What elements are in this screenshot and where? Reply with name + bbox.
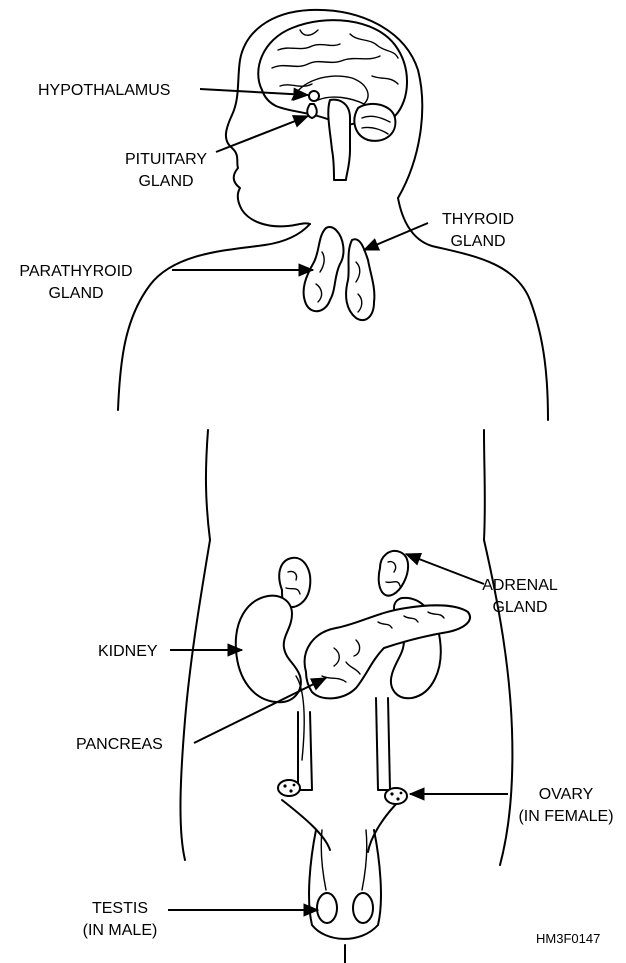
left-shoulder-outline xyxy=(118,224,310,410)
label-thyroid-line1: THYROID xyxy=(442,211,514,228)
kidney-left xyxy=(236,596,301,702)
ovary-left xyxy=(278,780,300,796)
adrenal-leader xyxy=(406,554,484,584)
hypothalamus-shape xyxy=(309,91,319,101)
label-pituitary-line1: PITUITARY xyxy=(125,151,207,168)
ureter-left xyxy=(298,712,312,790)
label-ovary-line1: OVARY xyxy=(539,786,594,803)
testis-left xyxy=(317,893,337,923)
spermatic-cord-right xyxy=(362,830,367,890)
adrenal-glands xyxy=(279,551,408,607)
label-ovary-line2: (IN FEMALE) xyxy=(518,808,613,825)
label-hypothalamus: HYPOTHALAMUS xyxy=(38,82,170,99)
ovary-right xyxy=(385,788,407,804)
label-adrenal-line2: GLAND xyxy=(492,599,547,616)
label-parathyroid-line1: PARATHYROID xyxy=(19,263,132,280)
right-groin-line xyxy=(368,800,400,852)
ovaries xyxy=(278,780,407,804)
pancreas xyxy=(305,605,470,698)
label-pancreas: PANCREAS xyxy=(76,736,163,753)
adrenal-right xyxy=(379,551,408,596)
labels: HYPOTHALAMUS PITUITARY GLAND THYROID GLA… xyxy=(19,82,613,946)
brain xyxy=(258,20,407,180)
ureter-right xyxy=(376,698,390,790)
label-thyroid-line2: GLAND xyxy=(450,233,505,250)
label-pituitary-line2: GLAND xyxy=(138,173,193,190)
brainstem xyxy=(328,100,350,180)
pancreas-body xyxy=(305,605,470,698)
label-parathyroid-line2: GLAND xyxy=(48,285,103,302)
thyroid-leader xyxy=(364,223,428,250)
label-testis-line2: (IN MALE) xyxy=(83,922,158,939)
figure-id: HM3F0147 xyxy=(536,931,600,946)
right-arm-line xyxy=(484,430,485,540)
left-torso-outline xyxy=(180,540,210,860)
label-testis-line1: TESTIS xyxy=(92,900,148,917)
left-arm-line xyxy=(206,430,210,540)
pituitary-shape xyxy=(307,104,317,118)
left-groin-line xyxy=(282,800,330,850)
right-shoulder-outline xyxy=(398,198,548,420)
label-adrenal-line1: ADRENAL xyxy=(482,577,558,594)
testis-right xyxy=(353,893,373,923)
thyroid xyxy=(304,227,375,320)
label-kidney: KIDNEY xyxy=(98,643,158,660)
testes xyxy=(317,893,373,923)
